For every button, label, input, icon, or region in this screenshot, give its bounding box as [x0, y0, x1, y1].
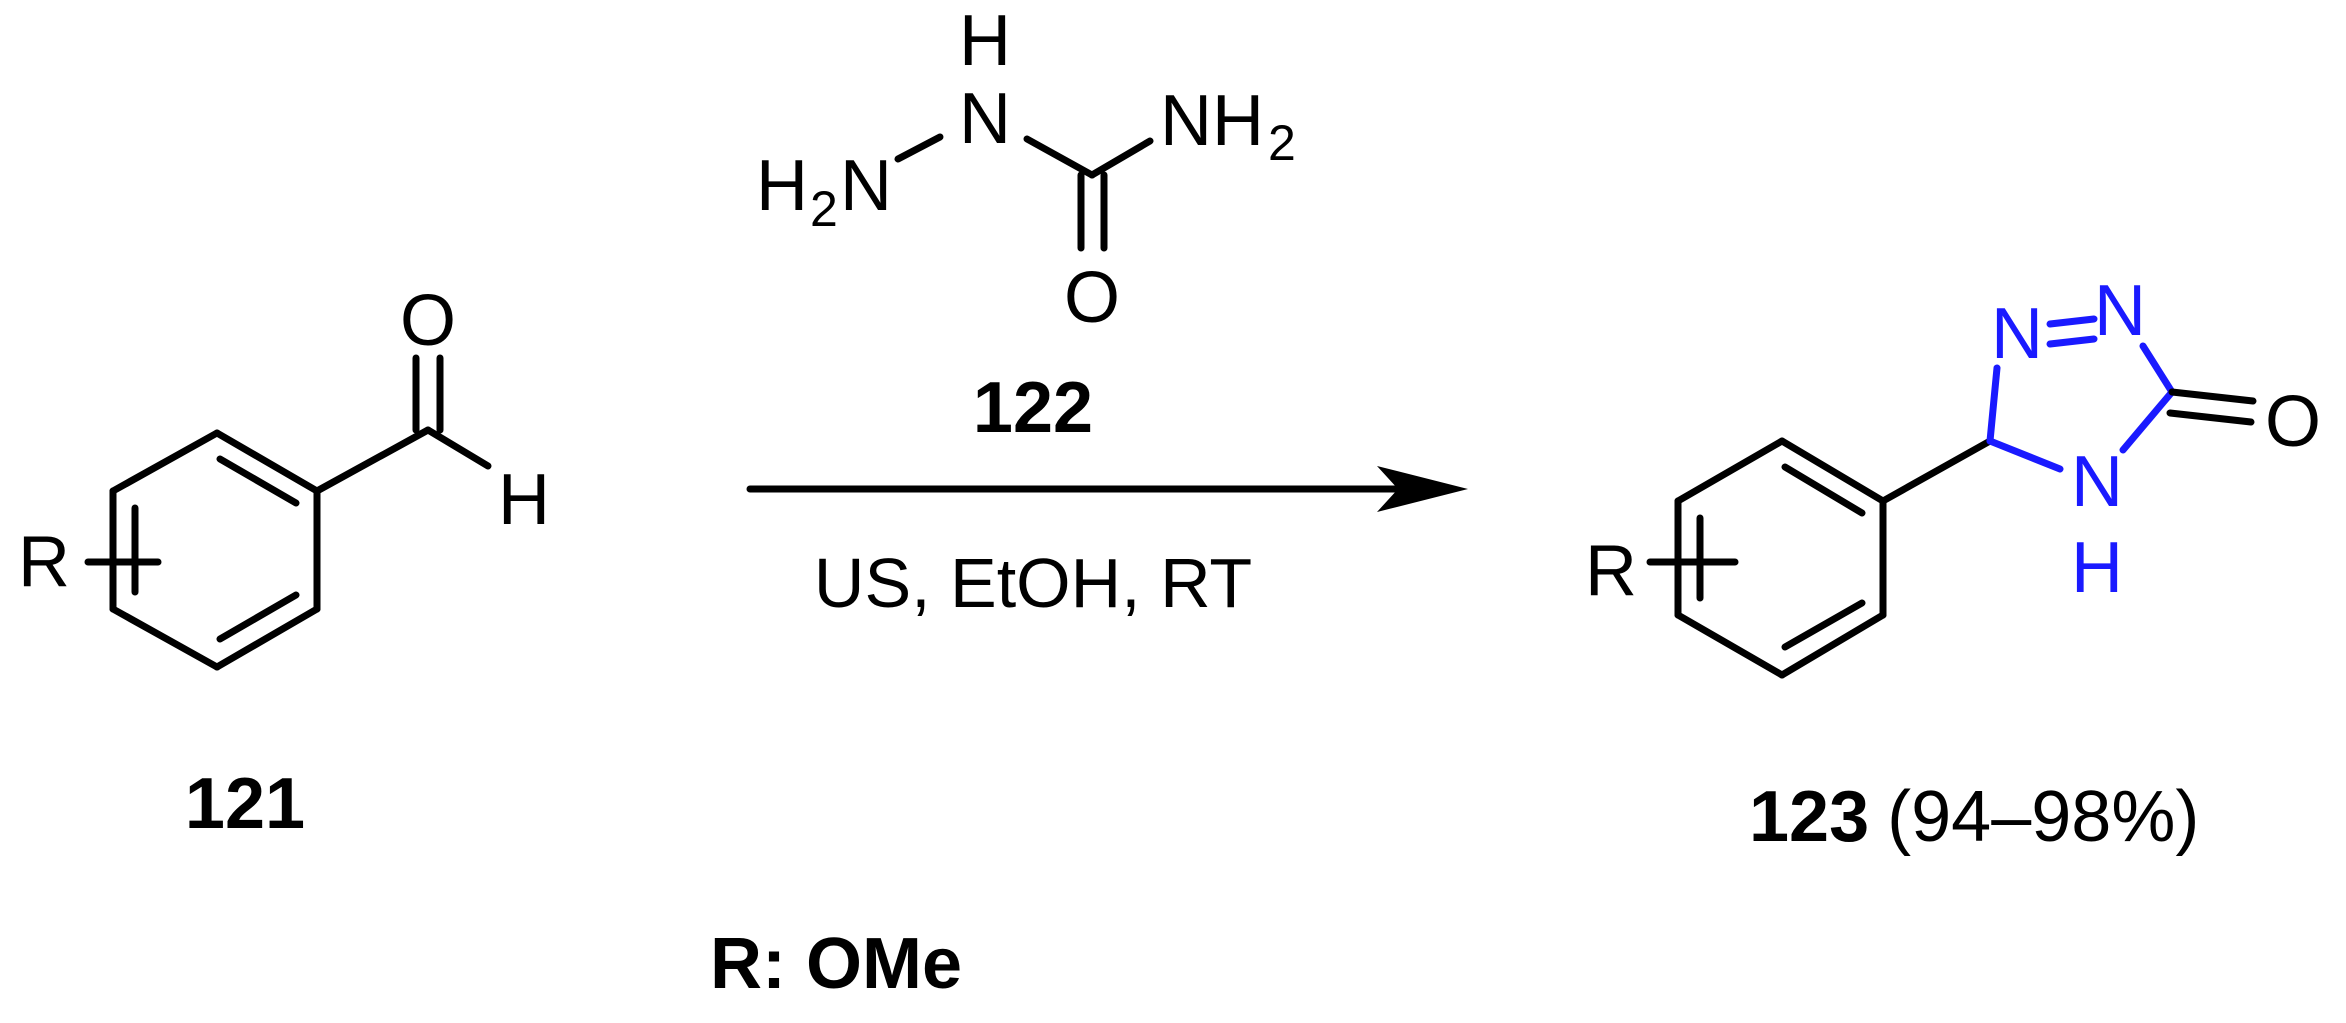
reactant-121-label: 121 [185, 764, 305, 844]
n-n-double-bond-b [2046, 335, 2098, 348]
reagent-122-label: 122 [973, 368, 1093, 448]
ring-to-carbonyl-bond [313, 426, 432, 495]
triazolone-oxygen: O [2265, 382, 2321, 462]
reaction-conditions: US, EtOH, RT [814, 544, 1252, 622]
reagent-oxygen: O [1064, 258, 1120, 338]
ring-to-triazole-bond [1879, 437, 1994, 505]
n-to-carbonyl-bond [1023, 135, 1096, 179]
product-123-caption: 123 (94–98%) [1749, 777, 2199, 857]
reagent-h-top: H [959, 1, 1011, 81]
nh2-subscript: 2 [1268, 115, 1296, 171]
product-123-structure: R N N O N H [1585, 271, 2321, 679]
substituent-r: R [18, 522, 70, 602]
n2-c3-bond [2139, 342, 2176, 396]
h2n-n: N [840, 146, 892, 226]
hydrazine-nn-bond [894, 133, 944, 163]
substituent-footnote: R: OMe [710, 924, 962, 1004]
triazolone-carbonyl-bond-b [2166, 409, 2255, 426]
h2n-subscript: 2 [810, 181, 838, 237]
triazolone-carbonyl-bond-a [2168, 388, 2257, 405]
nh2-nh: NH [1160, 81, 1264, 161]
carbonyl-to-nh2-bond [1088, 137, 1154, 179]
triazole-n2: N [2094, 271, 2146, 351]
benzene-ring [109, 429, 321, 671]
aldehyde-ch-bond [424, 426, 492, 470]
triazole-nh-n: N [2071, 442, 2123, 522]
triazolone-ring: N N O N H [1986, 271, 2321, 608]
aldehyde-oxygen: O [400, 281, 456, 361]
c5-n4-bond [1986, 437, 2064, 473]
triazole-nh-h: H [2071, 528, 2123, 608]
reaction-arrow [746, 466, 1468, 512]
n-n-double-bond-a [2046, 315, 2098, 328]
product-benzene-ring [1674, 437, 1887, 679]
triazole-n1: N [1991, 294, 2043, 374]
arrow-head [1377, 466, 1468, 512]
reactant-121-structure: R O H [18, 281, 550, 671]
c3-n4-bond [2119, 388, 2176, 454]
aldehyde-hydrogen: H [498, 460, 550, 540]
h2n-h: H [756, 146, 808, 226]
product-123-label: 123 [1749, 777, 1869, 857]
reagent-122-structure: H N H 2 N NH 2 O [756, 1, 1296, 338]
product-yield: (94–98%) [1887, 777, 2199, 857]
reagent-n-center: N [959, 79, 1011, 159]
product-substituent-r: R [1585, 531, 1637, 611]
c5-n1-bond [1986, 364, 2001, 445]
